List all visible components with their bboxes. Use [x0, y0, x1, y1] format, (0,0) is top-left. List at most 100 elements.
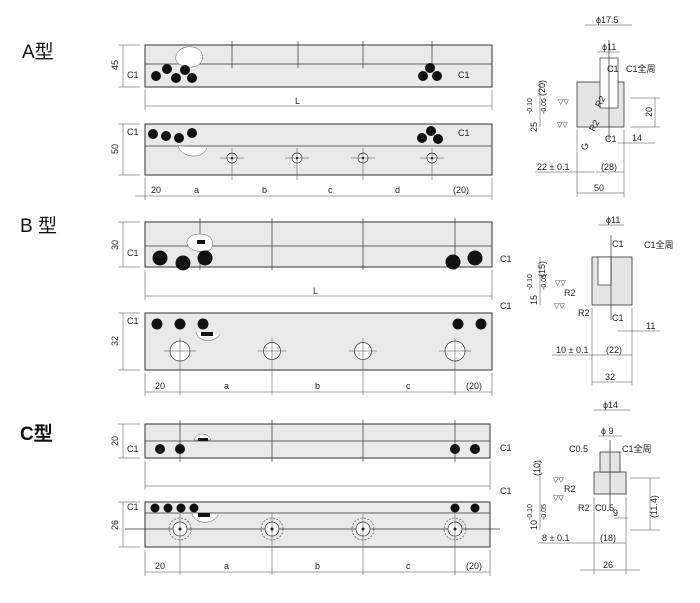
type-c-front-height: 26 [110, 520, 120, 530]
type-c-top-view: 20 C1 C1 [110, 420, 512, 490]
type-c-seg-0: 20 [155, 561, 165, 571]
type-a-inner-width: (28) [601, 162, 617, 172]
type-b-tol-down: -0.05 [541, 274, 548, 290]
type-b-inner-width: (22) [606, 345, 622, 355]
type-c-right-small: 9 [613, 508, 618, 518]
type-c-chamfer-left-2: C1 [127, 502, 139, 512]
type-b-chamfer-top: C1 [612, 239, 624, 249]
type-c-tol-up: -0.10 [527, 504, 534, 520]
type-a-seg-0: 20 [151, 185, 161, 195]
type-a-chamfer-left: C1 [127, 70, 139, 80]
type-b-chamfer-left: C1 [127, 248, 139, 258]
type-c-top-dia: ϕ14 [603, 400, 618, 410]
type-b: B 型 30 C1 C1 L [20, 215, 674, 396]
type-b-radius-top: R2 [564, 288, 576, 298]
type-a-tol-up: -0.10 [527, 98, 534, 114]
type-c-radius-low: R2 [578, 503, 590, 513]
type-c-inner-width: (18) [600, 533, 616, 543]
type-b-chamfer-right: C1 [500, 254, 512, 264]
type-a-chamfer-right: C1 [458, 70, 470, 80]
type-b-front-height: 32 [110, 336, 120, 346]
svg-text:▽▽: ▽▽ [558, 99, 569, 106]
type-a-top-dia: ϕ17.5 [596, 15, 619, 25]
type-a-chamfer-low: C1 [605, 134, 617, 144]
type-a: A型 45 C1 C1 L [22, 15, 660, 200]
type-c-chamfer-top: C0.5 [569, 444, 588, 454]
type-c: C型 20 C1 C1 [20, 400, 660, 576]
type-a-pos-tol: 22 ± 0.1 [537, 162, 569, 172]
type-c-section: ϕ14 ϕ 9 C0.5 C1全周 C0.5 R2 R2 ▽▽ ▽▽ 10 -0… [527, 400, 660, 574]
type-a-length: L [295, 96, 300, 106]
type-a-title: A型 [22, 41, 54, 63]
type-b-seg-2: b [315, 381, 320, 391]
svg-text:▽▽: ▽▽ [553, 477, 564, 484]
type-b-height-paren: (15) [537, 261, 547, 277]
type-a-seg-1: a [194, 185, 199, 195]
type-c-chamfer-right: C1 [500, 443, 512, 453]
type-b-chamfer-low: C1 [612, 313, 624, 323]
type-c-seg-4: (20) [466, 561, 482, 571]
type-a-right-height: 20 [644, 107, 654, 117]
type-a-tol-down: -0.05 [541, 98, 548, 114]
type-a-seg-2: b [262, 185, 267, 195]
type-b-chamfer-right-2: C1 [500, 301, 512, 311]
type-b-length: L [313, 286, 318, 296]
type-a-right-small: 14 [632, 133, 642, 143]
type-a-section: ϕ17.5 ϕ11 C1 C1全周 C1 R2 R2 G ▽▽ ▽▽ 25 -0… [527, 15, 660, 197]
type-b-front-view: 32 C1 C1 20 a b c (20) [110, 301, 512, 396]
type-a-seg-3: c [328, 185, 333, 195]
type-a-top-height: 45 [110, 60, 120, 70]
type-b-radius-low: R2 [578, 308, 590, 318]
type-c-height-left: 10 [529, 520, 539, 530]
type-b-chamfer-all: C1全周 [644, 239, 674, 250]
svg-text:▽▽: ▽▽ [553, 495, 564, 502]
type-a-seg-4: d [395, 185, 400, 195]
type-c-seg-1: a [224, 561, 229, 571]
type-b-chamfer-left-2: C1 [127, 316, 139, 326]
type-b-title: B 型 [20, 215, 57, 237]
type-c-pos-tol: 8 ± 0.1 [542, 533, 569, 543]
type-a-chamfer-all: C1全周 [626, 63, 656, 74]
type-c-right-height: (11.4) [649, 495, 659, 518]
type-c-chamfer-all: C1全周 [622, 443, 652, 454]
type-b-section: ϕ11 C1 C1全周 C1 R2 R2 ▽▽ ▽▽ 15 -0.10 -0.0… [527, 215, 674, 386]
type-c-title: C型 [20, 422, 53, 445]
type-b-width: 32 [605, 372, 615, 382]
svg-text:▽▽: ▽▽ [557, 122, 568, 129]
type-a-chamfer-top: C1 [607, 64, 619, 74]
type-b-top-view: 30 C1 C1 L [110, 218, 512, 300]
type-a-top-view: 45 C1 C1 L [110, 41, 493, 110]
type-b-seg-3: c [406, 381, 411, 391]
type-a-chamfer-left-2: C1 [127, 127, 139, 137]
type-a-height-paren: (20) [537, 80, 547, 96]
type-a-seg-5: (20) [453, 185, 469, 195]
type-c-tol-down: -0.05 [541, 504, 548, 520]
type-b-pos-tol: 10 ± 0.1 [556, 345, 588, 355]
type-c-width: 26 [603, 560, 613, 570]
type-c-front-view: 26 C1 C1 20 a b c (20) [110, 486, 512, 576]
type-b-tol-up: -0.10 [527, 274, 534, 290]
type-c-chamfer-low: C0.5 [595, 503, 614, 513]
type-b-seg-4: (20) [466, 381, 482, 391]
type-c-height-paren: (10) [532, 460, 542, 476]
type-a-radius-top: R2 [593, 94, 607, 109]
type-b-seg-1: a [224, 381, 229, 391]
type-c-chamfer-right-2: C1 [500, 486, 512, 496]
type-a-radius-low: R2 [587, 118, 601, 133]
type-a-front-height: 50 [110, 144, 120, 154]
type-a-chamfer-right-2: C1 [458, 128, 470, 138]
type-b-top-height: 30 [110, 240, 120, 250]
type-b-right-small: 11 [646, 321, 655, 331]
svg-text:▽▽: ▽▽ [554, 303, 565, 310]
type-a-width: 50 [594, 183, 604, 193]
type-c-seg-3: c [406, 561, 411, 571]
type-b-top-dia: ϕ11 [606, 215, 620, 225]
type-c-radius-top: R2 [564, 484, 576, 494]
type-c-chamfer-left: C1 [127, 444, 139, 454]
type-c-top-height: 20 [110, 436, 120, 446]
svg-text:▽▽: ▽▽ [555, 280, 566, 287]
type-b-seg-0: 20 [155, 381, 165, 391]
type-a-thread: G [580, 143, 590, 150]
type-c-mid-dia: ϕ 9 [601, 426, 614, 436]
